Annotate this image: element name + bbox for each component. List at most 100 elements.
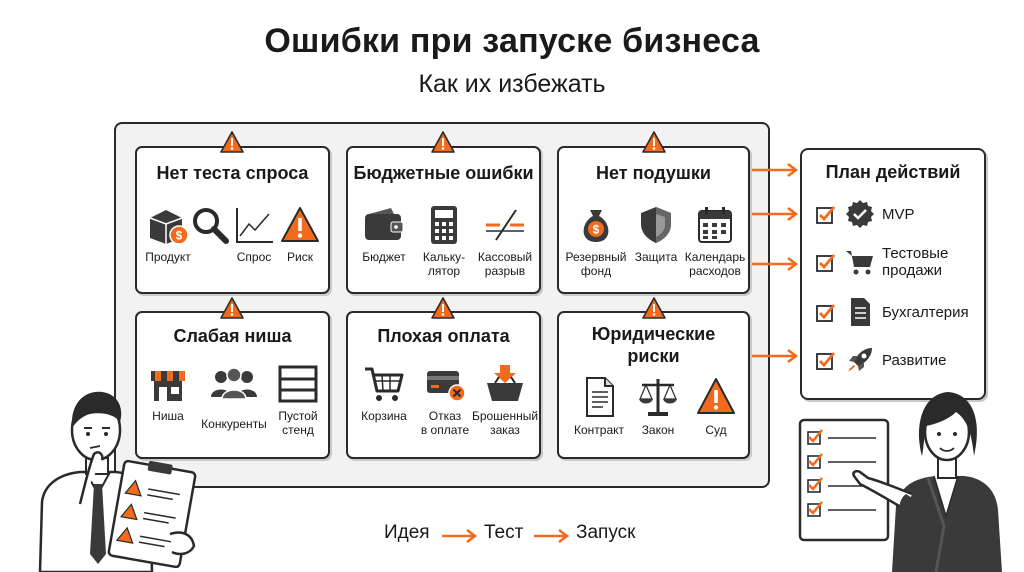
document-icon [851, 298, 870, 326]
plan-item-test-sales: Тестовые продажи [816, 242, 986, 282]
plan-item-label: MVP [882, 205, 915, 223]
plan-item-label: Бухгалтерия [882, 303, 969, 321]
item-contract: Контракт [565, 375, 633, 437]
item-label: Конкуренты [201, 417, 267, 431]
svg-text:$: $ [176, 229, 183, 243]
connector-arrows [752, 163, 799, 363]
rocket-icon [848, 348, 872, 372]
shopping-cart-icon [365, 367, 404, 401]
action-plan-panel: План действий MVP Тестовые продажи Бухга… [800, 148, 986, 400]
warning-icon [220, 297, 244, 319]
page-subtitle: Как их избежать [418, 70, 606, 98]
plan-item-accounting: Бухгалтерия [816, 292, 986, 332]
item-label: Брошенный заказ [471, 409, 539, 437]
warning-icon [642, 297, 666, 319]
item-expense-calendar: Календарь расходов [675, 204, 755, 278]
plan-item-label: Тестовые продажи [882, 245, 949, 279]
card-budget-errors: Бюджетные ошибки Бюджет Кальку- лятор [346, 146, 541, 294]
arrow-right-icon [534, 529, 570, 543]
item-empty-stand: Пустой стенд [265, 363, 331, 437]
item-magnifier [187, 204, 233, 246]
svg-text:$: $ [593, 223, 600, 237]
cart-icon [846, 251, 873, 275]
empty-shelf-icon [278, 365, 318, 403]
card-title: Нет теста спроса [156, 163, 309, 183]
item-label: Пустой стенд [278, 409, 318, 437]
item-label: Риск [287, 250, 313, 264]
item-label: Продукт [145, 250, 191, 264]
line-chart-icon [236, 208, 273, 243]
item-product: $ Продукт [135, 204, 201, 264]
card-bad-payment: Плохая оплата Корзина Отказ в оплате Бро… [346, 311, 541, 459]
card-title: Плохая оплата [377, 326, 510, 346]
item-demand: Спрос [227, 204, 281, 264]
item-label: Кассовый разрыв [477, 250, 533, 278]
people-group-icon [211, 367, 257, 400]
flow-step-test: Тест [484, 522, 524, 543]
card-legal-risks: Юридические риски Контракт Закон Суд [557, 311, 750, 459]
card-title: Слабая ниша [173, 326, 292, 346]
warning-icon [431, 297, 455, 319]
item-abandoned-order: Брошенный заказ [466, 363, 544, 437]
plan-item-mvp: MVP [816, 194, 986, 234]
item-cart: Корзина [350, 363, 418, 423]
item-label: Резервный фонд [565, 250, 627, 278]
item-label: Закон [641, 423, 675, 437]
arrow-right-icon [442, 529, 478, 543]
item-budget: Бюджет [348, 204, 420, 264]
item-court: Суд [687, 375, 745, 437]
item-label: Отказ в оплате [420, 409, 470, 437]
woman-with-checklist-illustration [798, 392, 1002, 572]
item-label: Спрос [236, 250, 272, 264]
item-label: Календарь расходов [684, 250, 746, 278]
calendar-icon [698, 207, 732, 243]
plan-title: План действий [825, 162, 961, 182]
storefront-icon [151, 371, 185, 401]
item-protection: Защита [625, 204, 687, 264]
checkbox-checked-icon [816, 206, 836, 224]
checkbox-checked-icon [816, 254, 836, 272]
card-title: Юридические риски [591, 324, 716, 366]
warning-icon [431, 131, 455, 153]
page-title: Ошибки при запуске бизнеса [264, 22, 760, 60]
item-label: Корзина [361, 409, 407, 423]
item-payment-declined: Отказ в оплате [410, 363, 480, 437]
abandoned-basket-icon [487, 365, 523, 401]
warning-icon [220, 131, 244, 153]
flow-step-idea: Идея [384, 522, 430, 543]
warning-icon [281, 207, 319, 242]
cash-gap-icon [486, 209, 524, 241]
item-risk: Риск [275, 204, 325, 264]
box-dollar-icon: $ [149, 210, 189, 245]
item-label: Суд [705, 423, 727, 437]
magnifier-icon [193, 208, 229, 244]
man-with-clipboard-illustration [38, 391, 197, 572]
wallet-icon [365, 208, 404, 240]
scales-icon [639, 379, 677, 416]
contract-icon [586, 377, 614, 417]
item-reserve-fund: $ Резервный фонд [557, 204, 635, 278]
card-title: Бюджетные ошибки [353, 163, 534, 183]
item-label: Ниша [152, 409, 184, 423]
calculator-icon [431, 206, 457, 244]
item-competitors: Конкуренты [193, 363, 275, 431]
item-label: Бюджет [362, 250, 406, 264]
warning-icon [642, 131, 666, 153]
plan-item-growth: Развитие [816, 340, 986, 380]
plan-item-label: Развитие [882, 351, 947, 369]
shield-icon [641, 207, 671, 243]
card-declined-icon [427, 371, 466, 402]
item-label: Защита [634, 250, 678, 264]
item-label: Кальку- лятор [422, 250, 466, 278]
flow-step-launch: Запуск [576, 522, 636, 543]
card-weak-niche: Слабая ниша Ниша Конкуренты Пустой стенд [135, 311, 330, 459]
item-calculator: Кальку- лятор [408, 204, 480, 278]
badge-check-icon [846, 200, 874, 228]
checkbox-checked-icon [816, 352, 836, 370]
card-no-demand-test: Нет теста спроса $ Продукт Спрос Риск [135, 146, 330, 294]
checkbox-checked-icon [816, 304, 836, 322]
item-law: Закон [629, 375, 687, 437]
item-label: Контракт [573, 423, 624, 437]
item-cash-gap: Кассовый разрыв [466, 204, 544, 278]
money-bag-icon: $ [583, 210, 609, 242]
